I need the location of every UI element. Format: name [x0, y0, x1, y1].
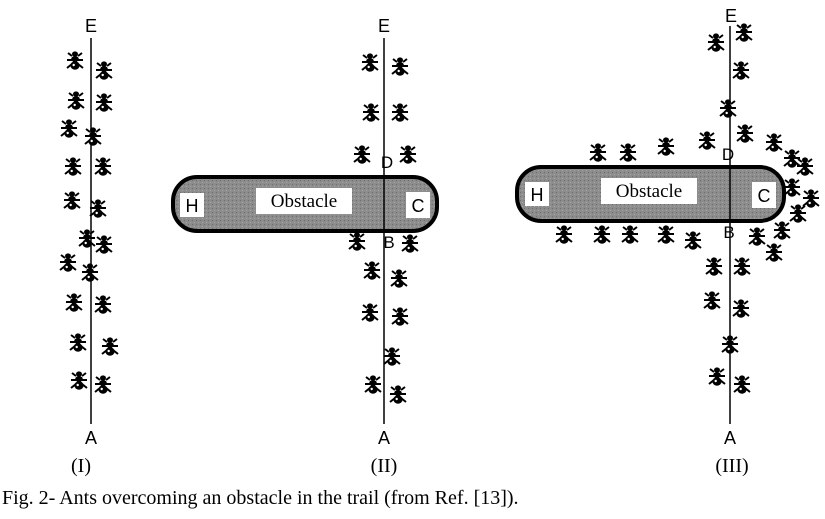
panel-2-top-label: E [378, 16, 390, 36]
panel-3-roman-label: (III) [715, 455, 748, 477]
panel-2-point-b: B [383, 233, 394, 252]
ant-icon [619, 142, 637, 163]
panel-3-top-label: E [725, 6, 737, 26]
ant-icon [95, 60, 113, 81]
ant-icon [95, 92, 113, 113]
ant-icon [735, 22, 753, 43]
panel-2-bottom-label: A [378, 428, 390, 448]
ant-icon [78, 228, 96, 249]
ant-icon [69, 332, 87, 353]
ant-icon [70, 370, 88, 391]
ant-icon [89, 198, 107, 219]
ant-icon [67, 90, 85, 111]
ant-icon [708, 366, 726, 387]
ant-icon [391, 306, 409, 327]
ant-icon [621, 224, 639, 245]
ant-icon [719, 98, 737, 119]
panel-3-bottom-label: A [724, 428, 736, 448]
ant-icon [555, 224, 573, 245]
ant-icon [389, 384, 407, 405]
ant-icon [84, 126, 102, 147]
panel-3-label-h: H [531, 185, 544, 205]
panel-3-point-b: B [723, 223, 734, 242]
ant-icon [362, 102, 380, 123]
ant-icon [703, 290, 721, 311]
ant-icon [101, 336, 119, 357]
panel-2-obstacle-label: Obstacle [271, 191, 337, 212]
panel-2-point-d: D [381, 153, 393, 172]
ant-icon [383, 346, 401, 367]
ant-icon [765, 242, 783, 263]
panel-1-top-label: E [85, 16, 97, 36]
ant-icon [698, 130, 716, 151]
ant-icon [361, 52, 379, 73]
panel-1-roman-label: (I) [71, 455, 91, 477]
ant-icon [399, 144, 417, 165]
ant-icon [796, 156, 814, 177]
ant-icon [733, 374, 751, 395]
ant-icon [353, 144, 371, 165]
panel-3-point-d: D [722, 145, 734, 164]
ant-icon [589, 142, 607, 163]
ant-icon [783, 177, 801, 198]
ant-icon [748, 226, 766, 247]
ant-icon [390, 268, 408, 289]
panel-3-obstacle-label: Obstacle [616, 181, 682, 202]
ant-icon [364, 374, 382, 395]
ant-icon [684, 230, 702, 251]
ant-icon [765, 132, 783, 153]
ant-icon [391, 56, 409, 77]
ant-icon [94, 294, 112, 315]
ant-icon [401, 233, 419, 254]
ant-icon [60, 118, 78, 139]
ant-icon [95, 234, 113, 255]
panel-2: E D H Obstacle C B A ( [171, 16, 439, 477]
ant-icon [63, 190, 81, 211]
ant-icon [81, 262, 99, 283]
panel-1-ants [59, 50, 119, 395]
ant-icon [707, 32, 725, 53]
ant-icon [783, 148, 801, 169]
ant-icon [64, 156, 82, 177]
ant-icon [391, 102, 409, 123]
ant-icon [65, 292, 83, 313]
ant-icon [789, 203, 807, 224]
ant-icon [732, 60, 750, 81]
ant-icon [363, 260, 381, 281]
ant-icon [593, 224, 611, 245]
ant-icon [705, 256, 723, 277]
panel-2-roman-label: (II) [371, 455, 398, 477]
ant-icon [657, 136, 675, 157]
ant-icon [361, 302, 379, 323]
panel-1-bottom-label: A [85, 428, 97, 448]
panel-3-label-c: C [758, 186, 771, 206]
ant-icon [736, 123, 754, 144]
ant-icon [94, 374, 112, 395]
ant-icon [773, 220, 791, 241]
panel-2-label-h: H [186, 196, 199, 216]
figure-caption: Fig. 2- Ants overcoming an obstacle in t… [2, 487, 519, 509]
panel-3: E [515, 6, 820, 477]
ant-icon [733, 256, 751, 277]
panel-2-label-c: C [412, 196, 425, 216]
ant-icon [348, 231, 366, 252]
ant-icon [66, 50, 84, 71]
ant-icon [94, 156, 112, 177]
ant-icon [732, 298, 750, 319]
ant-icon [721, 334, 739, 355]
ant-icon [657, 224, 675, 245]
ant-icon [802, 188, 820, 209]
ant-icon [59, 252, 77, 273]
panel-1: E A (I) [59, 16, 119, 477]
